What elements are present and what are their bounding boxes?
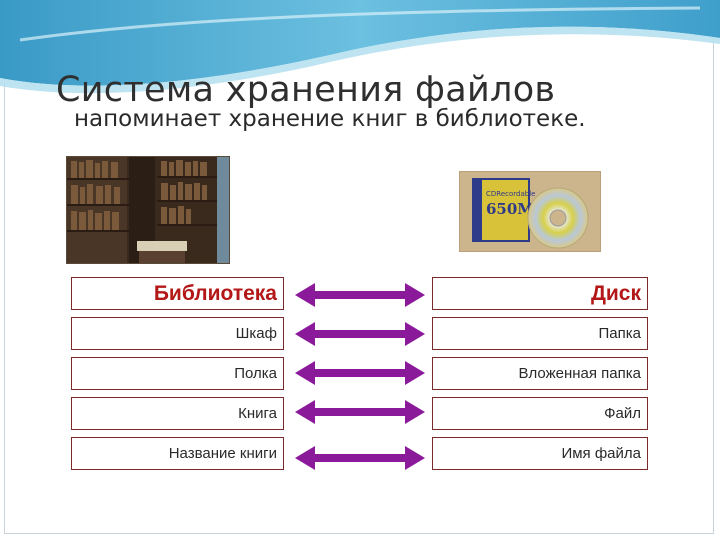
- disk-item-file-name: Имя файла: [432, 437, 648, 470]
- library-item-cabinet: Шкаф: [71, 317, 284, 350]
- decorative-wave: [0, 0, 720, 94]
- double-arrow-icon: [295, 322, 425, 346]
- library-item-book-title: Название книги: [71, 437, 284, 470]
- disk-header: Диск: [432, 277, 648, 310]
- library-bookshelf-image: [66, 156, 230, 264]
- double-arrow-icon: [295, 400, 425, 424]
- slide-title: Система хранения файлов: [56, 70, 556, 110]
- disk-item-subfolder: Вложенная папка: [432, 357, 648, 390]
- library-item-book: Книга: [71, 397, 284, 430]
- double-arrow-icon: [295, 283, 425, 307]
- library-header: Библиотека: [71, 277, 284, 310]
- disk-item-file: Файл: [432, 397, 648, 430]
- double-arrow-icon: [295, 446, 425, 470]
- cd-disc-image: CDRecordable 650MB: [459, 171, 601, 252]
- disk-item-folder: Папка: [432, 317, 648, 350]
- library-item-shelf: Полка: [71, 357, 284, 390]
- disc-label-brand: CDRecordable: [486, 190, 535, 198]
- double-arrow-icon: [295, 361, 425, 385]
- slide-subtitle: напоминает хранение книг в библиотеке.: [74, 106, 586, 132]
